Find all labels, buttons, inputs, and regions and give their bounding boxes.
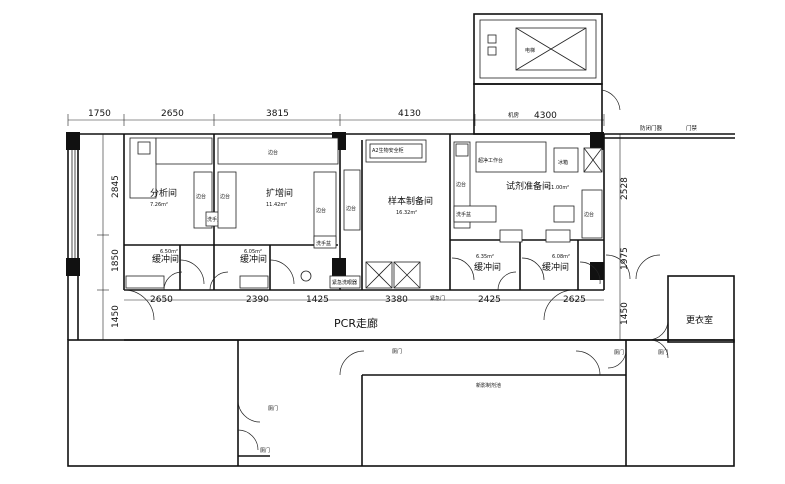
dim-left-2: 1850 [111,249,121,272]
dim-bottom-6: 2625 [563,295,586,305]
bench-label-6: 边台 [456,181,466,188]
buffer-room-3-area: 6.35m² [476,254,494,260]
buffer-room-2-area: 6.05m² [244,249,262,255]
analysis-room-label: 分析间 [150,187,177,199]
bench-label-2: 边台 [268,149,278,156]
buffer-room-3-label: 缓冲间 [474,261,501,273]
dim-left-1: 2845 [111,175,121,198]
lower-middle-label: 新影制剂池 [476,382,501,389]
dim-right-3: 1450 [620,302,630,325]
door-label-3: 厕门 [260,447,270,454]
mesh-door-label: 防闭门器 [640,124,663,132]
dim-top-4: 4130 [398,109,421,119]
emergency-label: 紧急洗眼器 [332,279,357,286]
dim-bottom-2: 2390 [246,295,269,305]
machine-room: 机房 [473,83,621,135]
bsc-label: A2生物安全柜 [372,147,404,154]
clean-bench-label: 超净工作台 [478,157,503,164]
buffer-room-3: 缓冲间 6.35m² [451,229,523,291]
top-dimension-line: 1750 2650 3815 4130 4300 [67,109,605,126]
door-label-right: 厕门 [658,349,668,356]
handwash-label-2: 洗手盆 [316,240,331,247]
lower-area: 厕门 厕门 厕门 厕门 厕门 新影制剂池 [67,339,735,467]
buffer-room-1-area: 6.50m² [160,249,178,255]
left-dimension-line: 2845 1850 1450 [97,133,121,341]
buffer-room-4-label: 缓冲间 [542,261,569,273]
dim-bottom-4: 3380 [385,295,408,305]
handwash-label-3: 洗手盆 [456,211,471,218]
dim-top-3: 3815 [266,109,289,119]
left-windows [71,150,76,258]
dim-top-1: 1750 [88,109,111,119]
buffer-room-2: 缓冲间 6.05m² [209,249,295,291]
bench-label-3: 边台 [220,193,230,200]
dim-bottom-3: 1425 [306,295,329,305]
fridge-label: 冰箱 [558,159,568,166]
reagent-prep-label: 试剂准备间 [506,180,551,192]
dim-left-3: 1450 [111,305,121,328]
buffer-room-1-label: 缓冲间 [152,253,179,265]
locker-room-label: 更衣室 [686,314,713,326]
exit-door-label: 紧急门 [430,295,445,302]
handwash-label-1: 洗手盆 [207,216,222,223]
buffer-room-2-label: 缓冲间 [240,253,267,265]
dim-right-1: 2528 [620,177,630,200]
dim-top-2: 2650 [161,109,184,119]
dim-bottom-5: 2425 [478,295,501,305]
right-dimension-line: 2528 1975 1450 [619,134,630,340]
elevator-label: 电梯 [525,47,535,54]
analysis-room-area: 7.26m² [150,202,168,208]
buffer-room-4-area: 6.08m² [552,254,570,260]
buffer-room-4: 缓冲间 6.08m² [521,229,601,285]
machine-room-label: 机房 [508,111,520,119]
gate-label: 门禁 [686,124,698,132]
entry-gate: 防闭门器 门禁 [604,124,735,280]
door-label-2: 厕门 [268,405,278,412]
amplification-room-area: 11.42m² [266,202,287,208]
sample-prep-room: A2生物安全柜 样本制备间 16.32m² 边台 紧急门 [343,139,445,302]
pcr-corridor-label: PCR走廊 [334,316,378,330]
elevator-shaft: 电梯 [473,13,603,85]
reagent-prep-room: 超净工作台 冰箱 试剂准备间 11.00m² 边台 边台 洗手盆 [453,141,603,239]
analysis-room: 分析间 7.26m² 边台 洗手盆 [129,137,227,229]
sample-prep-area: 16.32m² [396,210,417,216]
bench-label-1: 边台 [196,193,206,200]
bottom-dimension-line: 2650 2390 1425 3380 2425 2625 [124,295,604,305]
bench-label-4: 边台 [316,207,326,214]
dim-right-2: 1975 [620,247,630,270]
bench-label-5: 边台 [346,205,356,212]
door-label-1: 厕门 [392,348,402,355]
lab-walls [67,133,605,340]
sample-prep-label: 样本制备间 [388,195,433,207]
locker-room: 更衣室 [647,275,735,343]
dim-top-5: 4300 [534,111,557,121]
door-label-4: 厕门 [614,349,624,356]
amplification-room-label: 扩增间 [266,187,293,199]
amplification-room: 扩增间 11.42m² 边台 边台 边台 洗手盆 [217,137,339,249]
emergency-eyewash: 紧急洗眼器 [300,270,361,289]
pcr-corridor: PCR走廊 [123,289,734,341]
reagent-prep-area: 11.00m² [548,185,569,191]
buffer-room-1: 缓冲间 6.50m² [125,249,205,291]
dim-bottom-1: 2650 [150,295,173,305]
bench-label-7: 边台 [584,211,594,218]
